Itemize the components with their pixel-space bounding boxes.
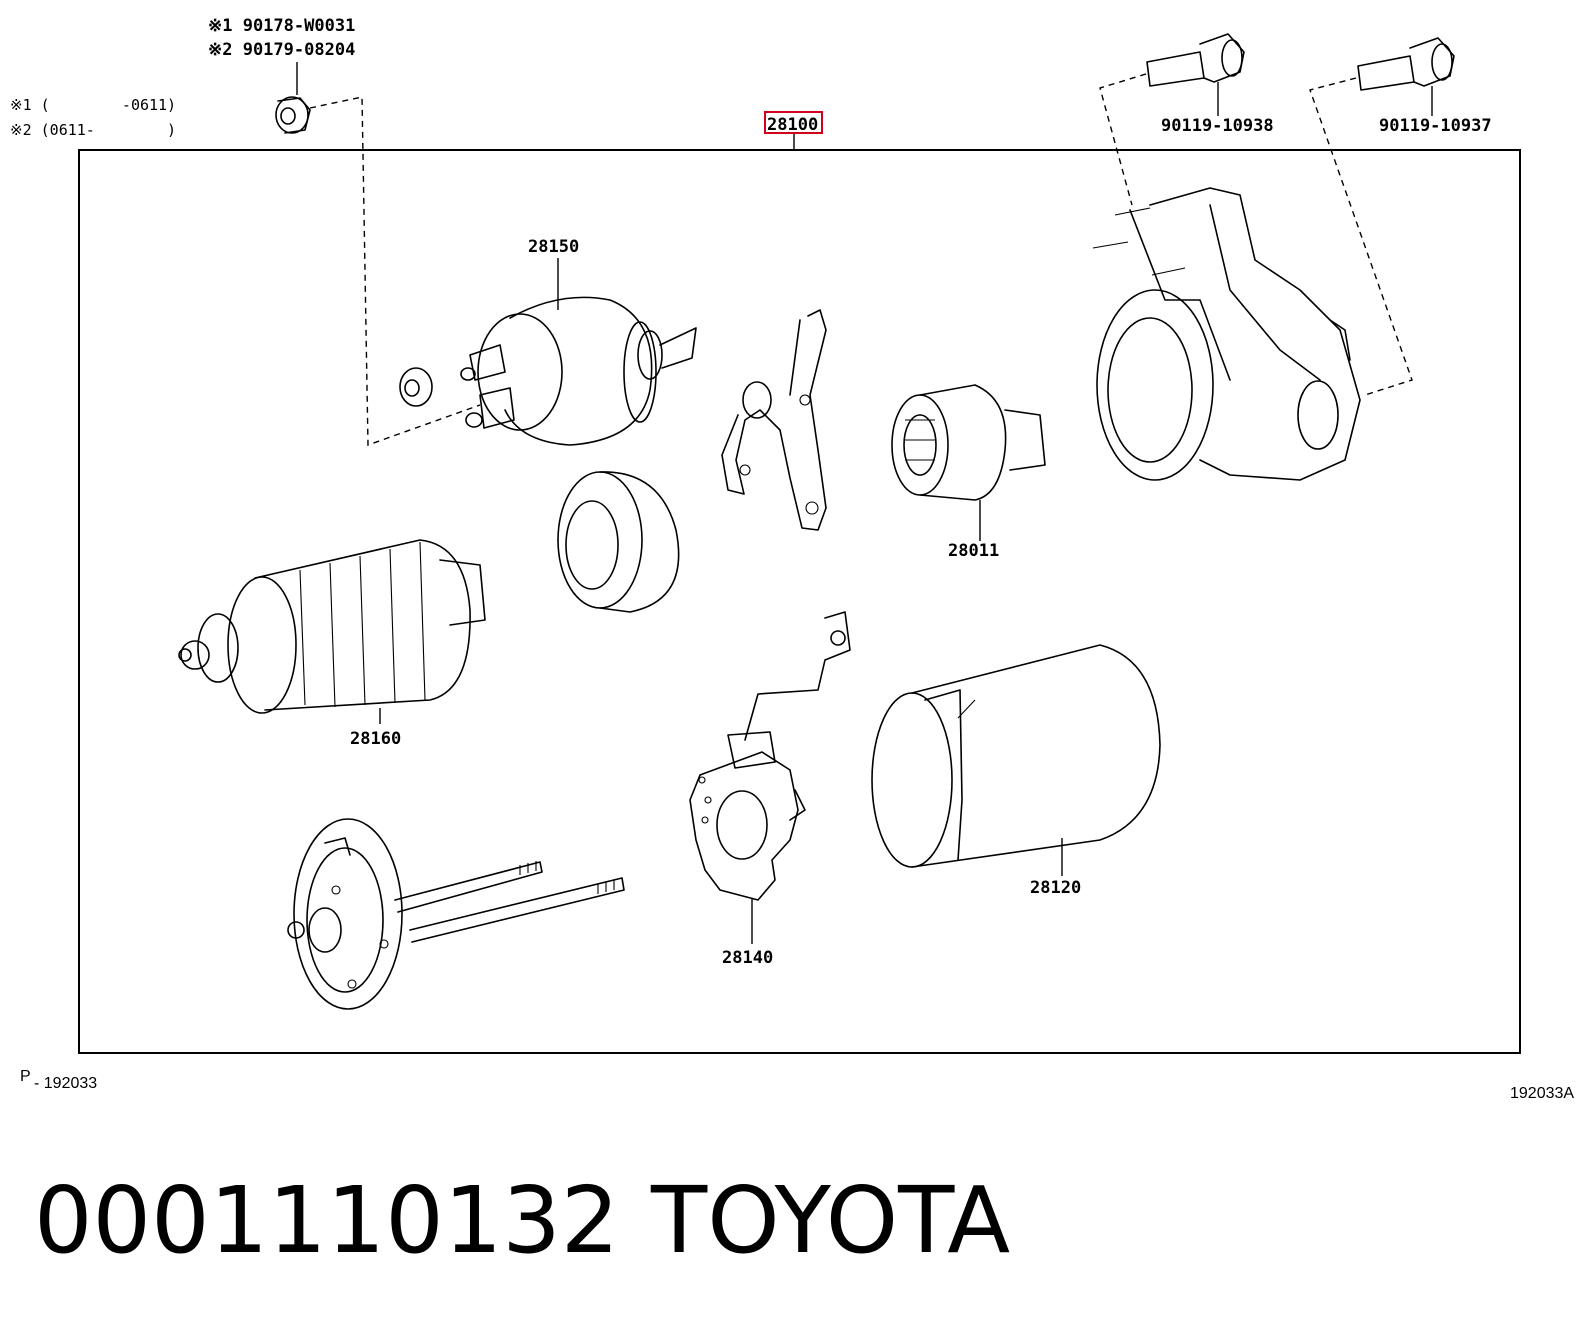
assembly-highlight[interactable]: [764, 111, 823, 134]
bolt-label-2[interactable]: 90119-10937: [1379, 116, 1492, 136]
assembly-frame: [78, 149, 1521, 1054]
bolt-guide-2: [1309, 77, 1413, 396]
note-range-2: ※2 (0611- ): [10, 121, 176, 139]
nut-guide-line: [309, 96, 481, 446]
end-frame-icon[interactable]: [287, 818, 625, 1010]
drive-housing-icon[interactable]: [1092, 187, 1361, 481]
footer-right-code: 192033A: [1510, 1085, 1574, 1102]
bolt-label-1[interactable]: 90119-10938: [1161, 116, 1274, 136]
assembly-label[interactable]: 28100: [767, 115, 818, 135]
solenoid-icon[interactable]: [460, 296, 697, 446]
washer-icon[interactable]: [399, 367, 433, 407]
footer-left-prefix: P: [20, 1068, 31, 1085]
brush-holder-icon[interactable]: [689, 611, 851, 901]
nut-icon[interactable]: [275, 62, 311, 134]
bolt-icon-2[interactable]: [1357, 37, 1455, 91]
label-28150[interactable]: 28150: [528, 237, 579, 257]
label-28140[interactable]: 28140: [722, 948, 773, 968]
note-line-1: ※1 90178-W0031: [208, 16, 355, 36]
cover-icon[interactable]: [557, 471, 680, 613]
armature-icon[interactable]: [178, 539, 486, 714]
note-range-1: ※1 ( -0611): [10, 96, 176, 114]
caption-part-number: 0001110132: [34, 1167, 619, 1274]
clutch-icon[interactable]: [891, 384, 1046, 501]
drive-lever-icon[interactable]: [721, 309, 827, 531]
label-28011[interactable]: 28011: [948, 541, 999, 561]
label-28160[interactable]: 28160: [350, 729, 401, 749]
yoke-icon[interactable]: [871, 644, 1161, 868]
bolt-guide-1: [1099, 73, 1147, 206]
caption-brand: TOYOTA: [650, 1167, 1010, 1274]
note-line-2: ※2 90179-08204: [208, 40, 355, 60]
bolt-icon-1[interactable]: [1146, 33, 1245, 87]
footer-left-code: - 192033: [34, 1075, 97, 1092]
label-28120[interactable]: 28120: [1030, 878, 1081, 898]
